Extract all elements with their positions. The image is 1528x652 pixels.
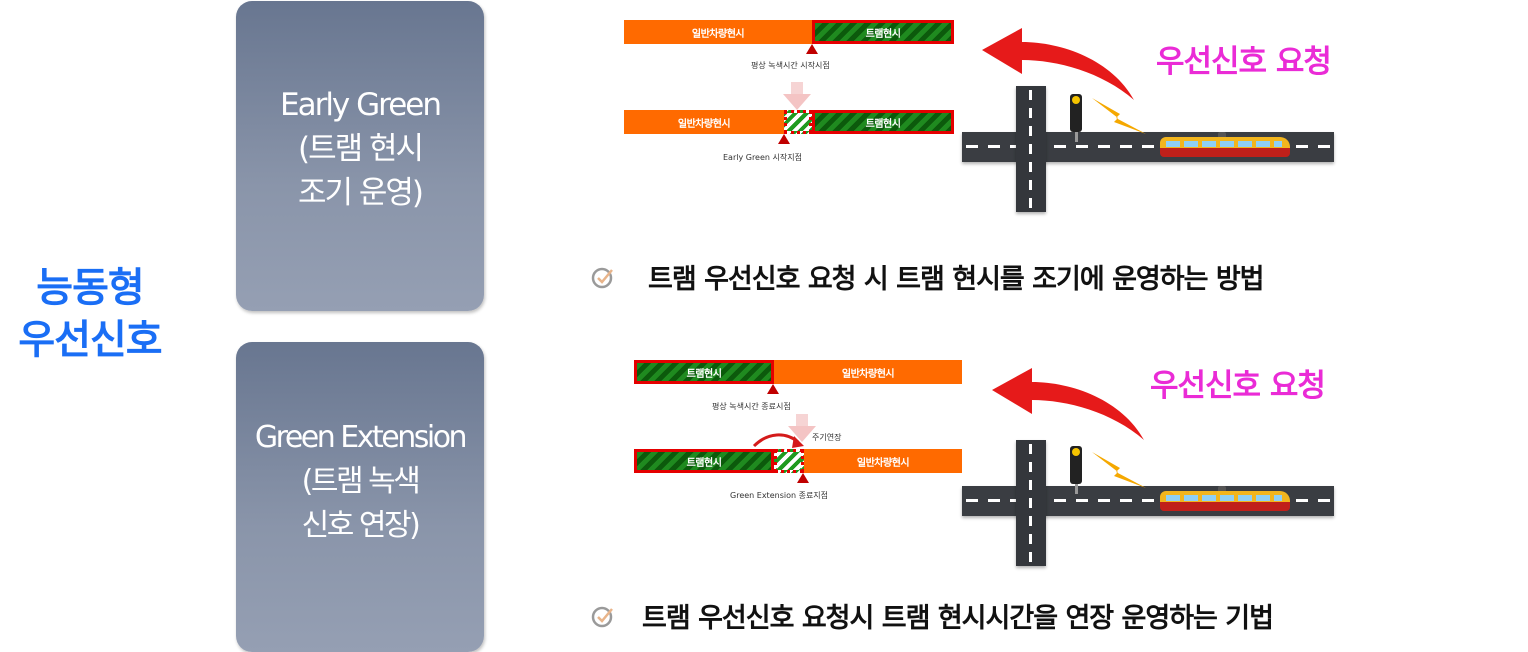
vertical-road [1016,86,1046,212]
early-green-start-caption: Early Green 시작지점 [723,153,802,162]
general-phase-segment: 일반차량현시 [774,360,962,384]
early-green-card: Early Green (트램 현시 조기 운영) [236,1,484,311]
tram-icon [1160,486,1290,511]
normal-green-start-caption: 평상 녹색시간 시작시점 [751,61,830,70]
checkmark-icon [591,606,613,627]
tram-icon [1160,132,1290,157]
main-title-line2: 우선신호 [18,317,162,363]
vertical-road [1016,440,1046,566]
card-title-ko-2: 신호 연장) [301,508,421,543]
early-green-extra-segment [784,110,812,134]
traffic-signal-icon [1070,446,1082,494]
end-marker-icon [767,384,779,394]
tram-phase-segment: 트램현시 [634,449,774,473]
phase-bar-normal: 일반차량현시 트램현시 [624,20,954,44]
main-title: 능동형 우선신호 [0,262,180,366]
general-phase-segment: 일반차량현시 [804,449,962,473]
intersection-scene [962,360,1342,570]
priority-request-label: 우선신호 요청 [1156,44,1332,80]
general-phase-segment: 일반차량현시 [624,20,812,44]
card-title-en: Early Green [279,87,442,123]
priority-request-label: 우선신호 요청 [1150,368,1326,404]
down-arrow-icon [783,82,811,110]
checkmark-icon [591,267,613,288]
phase-bar-normal: 트램현시 일반차량현시 [634,360,962,384]
tram-phase-segment: 트램현시 [812,20,954,44]
intersection-scene [962,20,1342,230]
lightning-icon [1092,452,1146,488]
description-text: 트램 우선신호 요청 시 트램 현시를 조기에 운영하는 방법 [648,264,1265,295]
description-green-extension: 트램 우선신호 요청시 트램 현시시간을 연장 운영하는 기법 [590,596,1274,635]
traffic-signal-icon [1070,94,1082,142]
lightning-icon [1092,98,1146,134]
description-early-green: 트램 우선신호 요청 시 트램 현시를 조기에 운영하는 방법 [590,257,1265,296]
tram-phase-segment: 트램현시 [812,110,954,134]
red-curved-arrow-icon [982,28,1134,100]
phase-bar-early-green: 일반차량현시 트램현시 [624,110,954,134]
card-title-ko-2: 조기 운영) [297,175,424,211]
start-marker-icon [778,134,790,144]
tram-phase-segment: 트램현시 [634,360,774,384]
green-extension-end-caption: Green Extension 종료지점 [730,491,829,500]
green-extension-card: Green Extension (트램 녹색 신호 연장) [236,342,484,652]
card-title-ko-1: (트램 현시 [297,131,424,167]
normal-green-end-caption: 평상 녹색시간 종료시점 [712,402,791,411]
card-title-en: Green Extension [254,420,468,455]
red-curved-arrow-icon [992,368,1144,440]
end-marker-icon [797,473,809,483]
start-marker-icon [806,44,818,54]
curved-arrow-icon [752,433,804,448]
green-extension-extra-segment [774,449,804,473]
main-title-line1: 능동형 [36,265,144,311]
general-phase-segment: 일반차량현시 [624,110,784,134]
description-text: 트램 우선신호 요청시 트램 현시시간을 연장 운영하는 기법 [642,603,1274,634]
cycle-extension-caption: 주기연장 [812,433,842,442]
phase-bar-green-extension: 트램현시 일반차량현시 [634,449,962,473]
card-title-ko-1: (트램 녹색 [301,464,421,499]
